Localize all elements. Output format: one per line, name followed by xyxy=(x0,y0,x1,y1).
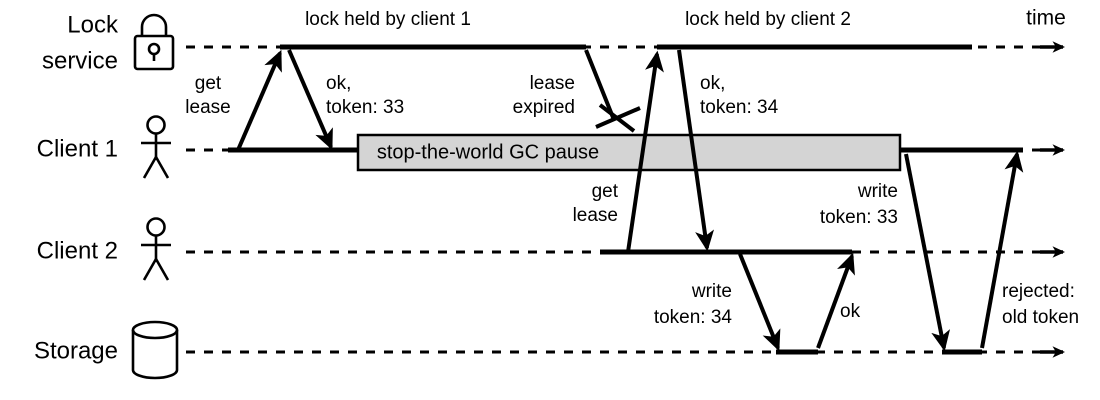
arrow-lease-expired xyxy=(584,49,616,121)
message-rejected-old-token: rejected: old token xyxy=(980,150,1079,349)
lane-label-client-1: Client 1 xyxy=(37,135,118,162)
msg-label-get-lease-c2-line2: lease xyxy=(573,205,618,226)
lane-client-2: Client 2 xyxy=(37,217,1066,281)
msg-label-get-lease-c2-line1: get xyxy=(592,181,619,202)
lane-label-client-2: Client 2 xyxy=(37,237,118,264)
msg-label-lease-expired-line2: expired xyxy=(513,97,575,118)
message-write-token-33: write token: 33 xyxy=(820,153,951,352)
database-cylinder-icon xyxy=(131,320,179,380)
msg-label-get-lease-c1-line2: lease xyxy=(185,97,230,118)
arrow-ok-token-33 xyxy=(287,49,333,151)
gc-pause-box xyxy=(356,133,902,172)
message-ok-storage: ok xyxy=(816,252,861,349)
msg-label-lease-expired-line1: lease xyxy=(530,73,575,94)
msg-label-ok-token-33-line1: ok, xyxy=(326,73,351,94)
gc-pause-box-label: stop-the-world GC pause xyxy=(377,141,599,163)
arrow-ok-token-34 xyxy=(677,49,715,252)
message-write-token-34: write token: 34 xyxy=(654,253,781,352)
arrow-ok-storage xyxy=(816,252,855,349)
padlock-icon xyxy=(133,13,175,71)
stick-figure-icon-client-2 xyxy=(141,217,171,281)
lane-label-storage: Storage xyxy=(34,337,118,364)
lease-expired-cross-stroke-2 xyxy=(598,103,636,133)
msg-label-write-token-33-line1: write xyxy=(857,181,898,202)
arrow-get-lease-c1 xyxy=(236,49,282,151)
message-ok-token-34: ok, token: 34 xyxy=(677,49,779,252)
lane-lock-service: Lock service lock held by client 1 lock … xyxy=(42,9,1066,74)
stick-figure-icon-client-1 xyxy=(141,115,171,179)
msg-label-ok-token-34-line2: token: 34 xyxy=(700,97,779,118)
arrow-get-lease-c2 xyxy=(626,50,664,253)
time-axis-label: time xyxy=(1026,7,1066,30)
msg-label-get-lease-c1-line1: get xyxy=(195,73,222,94)
arrow-write-token-34 xyxy=(738,253,781,352)
msg-label-ok-storage: ok xyxy=(840,301,861,322)
msg-label-write-token-34-line1: write xyxy=(691,281,732,302)
msg-label-ok-token-33-line2: token: 33 xyxy=(326,97,404,118)
msg-label-rejected-old-token-line1: rejected: xyxy=(1002,281,1075,302)
message-get-lease-c2: get lease xyxy=(573,50,664,253)
lane-label-lock-service-line2: service xyxy=(42,47,118,74)
lane-client-1: Client 1 stop-the-world GC pause xyxy=(37,115,1066,179)
message-get-lease-c1: get lease xyxy=(185,49,282,151)
msg-label-write-token-34-line2: token: 34 xyxy=(654,307,733,328)
msg-label-write-token-33-line2: token: 33 xyxy=(820,207,898,228)
span-label-lock-held-1: lock held by client 1 xyxy=(305,9,471,30)
msg-label-rejected-old-token-line2: old token xyxy=(1002,307,1079,328)
lane-storage: Storage xyxy=(34,320,1066,380)
span-label-lock-held-2: lock held by client 2 xyxy=(685,9,851,30)
arrow-rejected-old-token xyxy=(980,150,1024,349)
lane-label-lock-service-line1: Lock xyxy=(67,11,119,38)
message-lease-expired: lease expired xyxy=(513,49,641,133)
msg-label-ok-token-34-line1: ok, xyxy=(700,73,725,94)
message-ok-token-33: ok, token: 33 xyxy=(287,49,404,151)
arrow-write-token-33 xyxy=(904,153,951,352)
